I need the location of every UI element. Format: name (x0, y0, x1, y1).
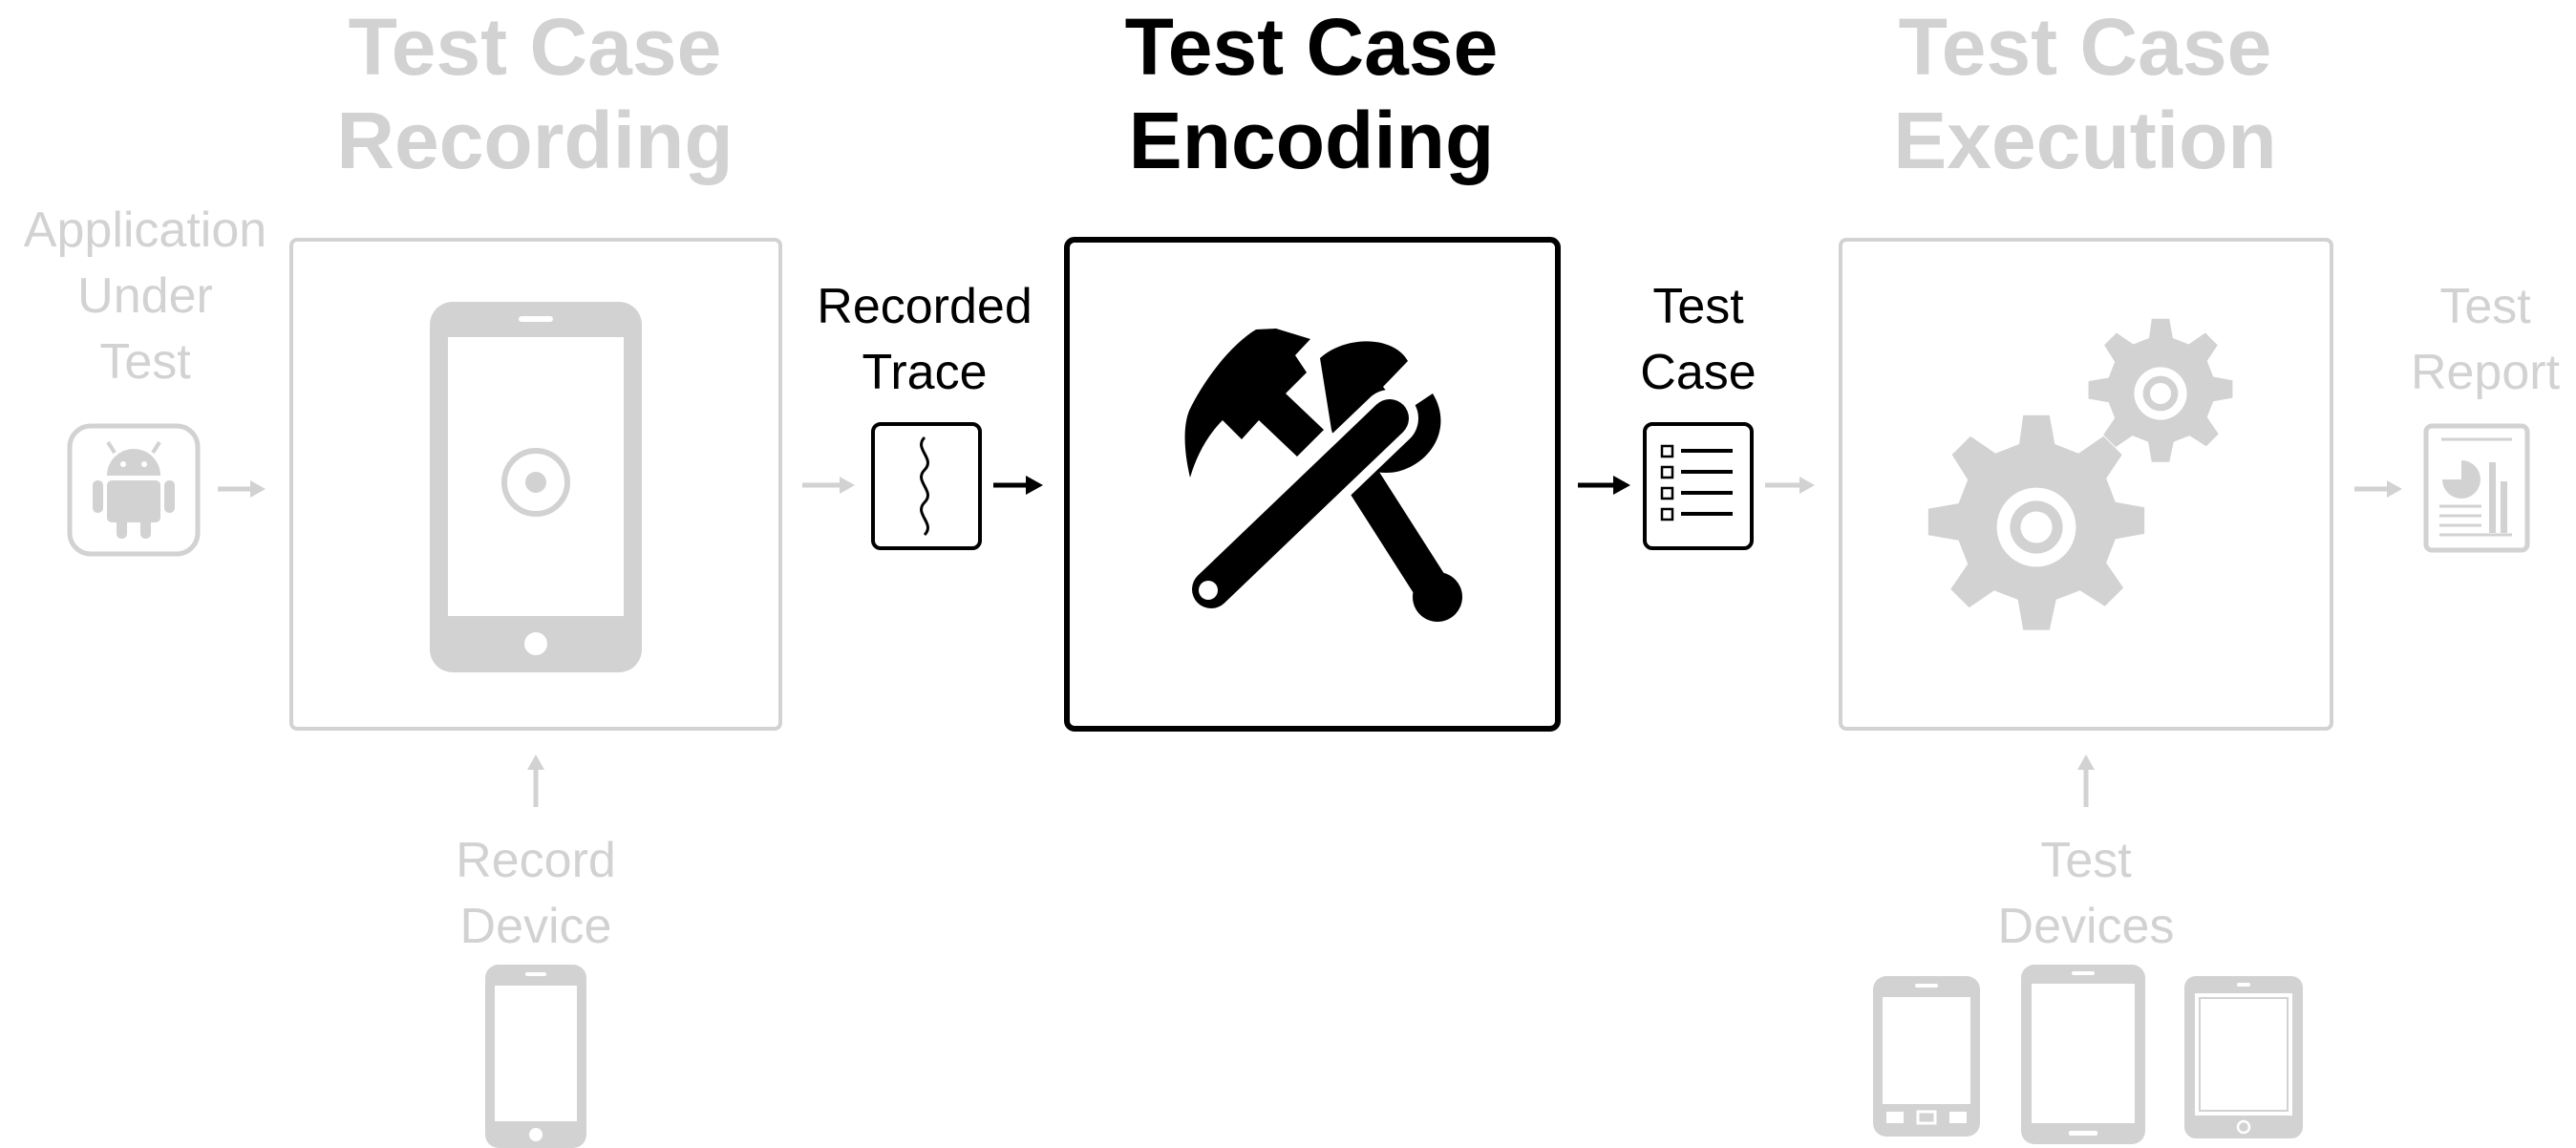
test-report-label-line1: Test (2439, 279, 2531, 334)
arrow-encoding-to-testcase (1578, 476, 1630, 495)
test-report-label-line2: Report (2411, 345, 2561, 400)
encoding-title-line1: Test Case (1125, 2, 1499, 92)
ipad-icon (2184, 976, 2303, 1138)
recording-title-line1: Test Case (349, 2, 722, 92)
test-case-artifact: Test Case (1578, 279, 1815, 550)
application-under-test: Application Under Test (24, 202, 266, 557)
trace-document-icon (871, 422, 982, 550)
record-device: Record Device (456, 755, 616, 1148)
execution-title-line2: Execution (1893, 96, 2276, 185)
gears-icon (1927, 318, 2233, 630)
smartphone-target-icon (430, 302, 642, 672)
hammer-wrench-icon (1182, 329, 1462, 622)
recorded-trace-artifact: Recorded Trace (802, 279, 1043, 550)
recording-title-line2: Recording (336, 96, 733, 185)
application-label-line1: Application (24, 202, 266, 258)
test-devices-label-line1: Test (2040, 833, 2132, 888)
arrow-app-to-recording (218, 480, 266, 498)
arrow-execution-to-report (2354, 480, 2402, 498)
tablet-icon (2021, 965, 2145, 1144)
smartphone-icon (485, 965, 586, 1148)
application-label-line2: Under (77, 268, 213, 324)
test-case-label-line2: Case (1640, 345, 1756, 400)
phone-icon (1873, 976, 1980, 1137)
arrow-trace-to-encoding (993, 476, 1043, 495)
report-document-icon (2423, 423, 2530, 553)
recorded-trace-label-line1: Recorded (817, 279, 1032, 334)
test-devices: Test Devices (1873, 755, 2303, 1144)
arrow-devices-to-execution (2077, 755, 2095, 807)
record-device-label-line1: Record (456, 833, 616, 888)
execution-stage-box (1839, 238, 2333, 731)
test-devices-label-line2: Devices (1998, 899, 2175, 954)
application-label-line3: Test (99, 334, 191, 390)
test-report-artifact: Test Report (2354, 279, 2561, 553)
android-icon (67, 423, 201, 557)
checklist-document-icon (1643, 422, 1754, 550)
arrow-recording-to-trace (802, 477, 855, 494)
execution-title-line1: Test Case (1899, 2, 2272, 92)
recording-stage-box (289, 238, 782, 731)
recorded-trace-label-line2: Trace (862, 345, 988, 400)
arrow-testcase-to-execution (1765, 477, 1815, 494)
encoding-stage-box (1064, 237, 1561, 732)
test-case-label-line1: Test (1652, 279, 1744, 334)
encoding-title-line2: Encoding (1129, 96, 1495, 185)
arrow-device-to-recording (527, 755, 544, 807)
record-device-label-line2: Device (460, 899, 612, 954)
